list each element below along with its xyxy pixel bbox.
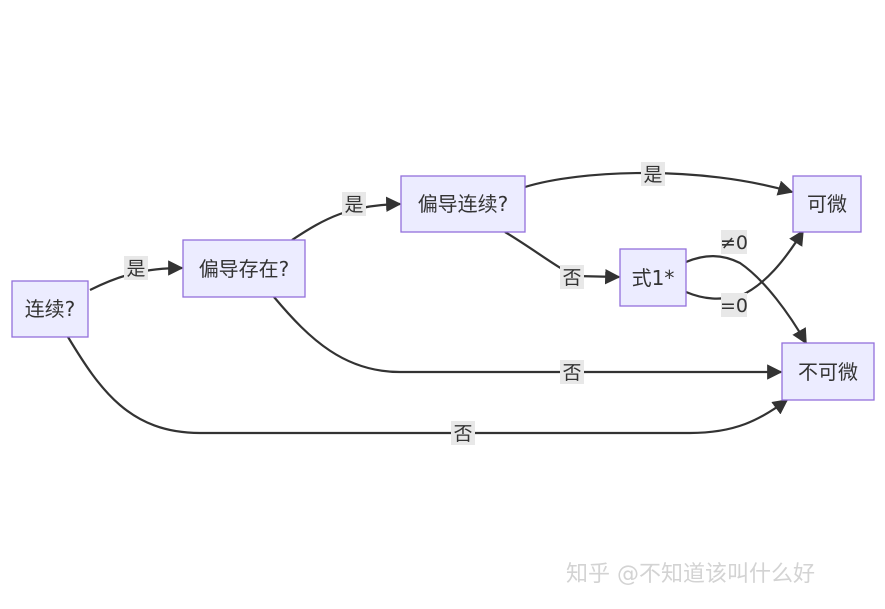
edge-label-neq-zero: ≠0 [720, 230, 748, 254]
node-partial-exists: 偏导存在? [182, 239, 306, 298]
node-partial-continuous: 偏导连续? [400, 175, 526, 233]
node-formula1: 式1* [619, 248, 687, 307]
edge-label-eq-zero: =0 [720, 293, 748, 317]
edge-label-yes-3: 是 [641, 162, 665, 186]
svg-text:否: 否 [453, 423, 472, 445]
svg-text:否: 否 [562, 362, 581, 384]
node-differentiable: 可微 [792, 175, 862, 233]
edge-continuous-to-not-differentiable [67, 336, 789, 435]
svg-text:是: 是 [126, 258, 145, 280]
node-continuous: 连续? [11, 280, 89, 338]
svg-text:是: 是 [643, 164, 662, 186]
svg-text:偏导连续?: 偏导连续? [418, 192, 509, 216]
svg-text:可微: 可微 [807, 192, 847, 216]
edge-label-yes-2: 是 [342, 192, 366, 216]
svg-text:偏导存在?: 偏导存在? [199, 257, 290, 281]
svg-text:=0: =0 [720, 295, 748, 317]
svg-text:连续?: 连续? [25, 297, 76, 321]
svg-text:不可微: 不可微 [798, 360, 858, 384]
svg-text:≠0: ≠0 [720, 232, 748, 254]
edge-partial-exists-to-not-differentiable [273, 296, 783, 380]
edge-label-yes-1: 是 [124, 256, 148, 280]
edge-label-no-2: 否 [560, 360, 584, 384]
edge-label-no-3: 否 [451, 421, 475, 445]
edge-label-no-1: 否 [560, 265, 584, 289]
watermark: 知乎 @不知道该叫什么好 [566, 562, 815, 587]
node-not-differentiable: 不可微 [781, 342, 875, 401]
svg-text:是: 是 [344, 194, 363, 216]
edge-partial-exists-to-partial-continuous [291, 196, 402, 241]
svg-text:式1*: 式1* [632, 266, 675, 290]
svg-text:否: 否 [562, 267, 581, 289]
edge-formula1-to-not-differentiable [685, 255, 807, 345]
